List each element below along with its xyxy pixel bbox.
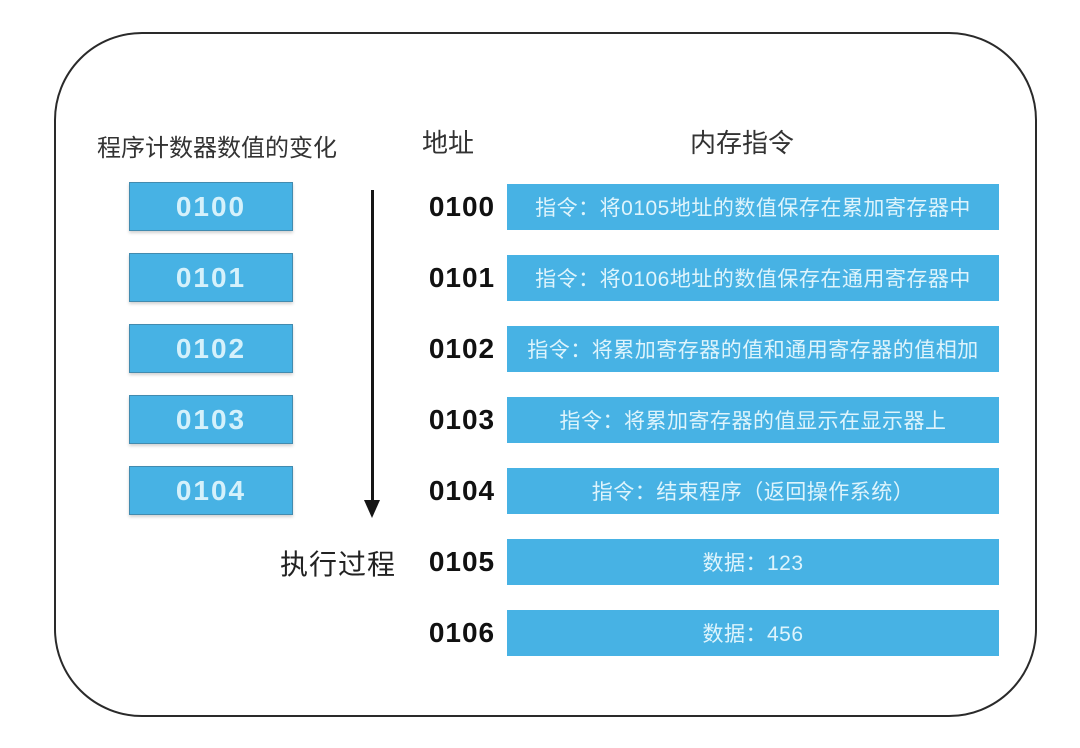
address-label: 0105 (428, 546, 496, 577)
memory-cell-bar: 数据：123 (507, 539, 999, 585)
pc-column-header: 程序计数器数值的变化 (97, 135, 337, 162)
address-label: 0106 (428, 617, 496, 648)
address-label: 0104 (428, 475, 496, 506)
pc-value-box: 0104 (129, 466, 293, 515)
pc-value-box: 0100 (129, 182, 293, 231)
memory-cell-bar: 指令：将0106地址的数值保存在通用寄存器中 (507, 255, 999, 301)
memory-cell-bar: 指令：将累加寄存器的值和通用寄存器的值相加 (507, 326, 999, 372)
pc-value-box: 0103 (129, 395, 293, 444)
pc-value-box: 0101 (129, 253, 293, 302)
address-label: 0102 (428, 333, 496, 364)
address-label: 0103 (428, 404, 496, 435)
memory-cell-bar: 数据：456 (507, 610, 999, 656)
execution-flow-arrow (364, 190, 380, 518)
pc-value-box: 0102 (129, 324, 293, 373)
arrow-head-icon (364, 500, 380, 518)
memory-column-header: 内存指令 (689, 128, 795, 158)
execution-process-label: 执行过程 (280, 549, 397, 580)
memory-cell-bar: 指令：将累加寄存器的值显示在显示器上 (507, 397, 999, 443)
memory-cell-bar: 指令：将0105地址的数值保存在累加寄存器中 (507, 184, 999, 230)
address-label: 0100 (428, 191, 496, 222)
address-column-header: 地址 (422, 128, 475, 158)
memory-cell-bar: 指令：结束程序（返回操作系统） (507, 468, 999, 514)
address-label: 0101 (428, 262, 496, 293)
arrow-line (370, 190, 374, 502)
